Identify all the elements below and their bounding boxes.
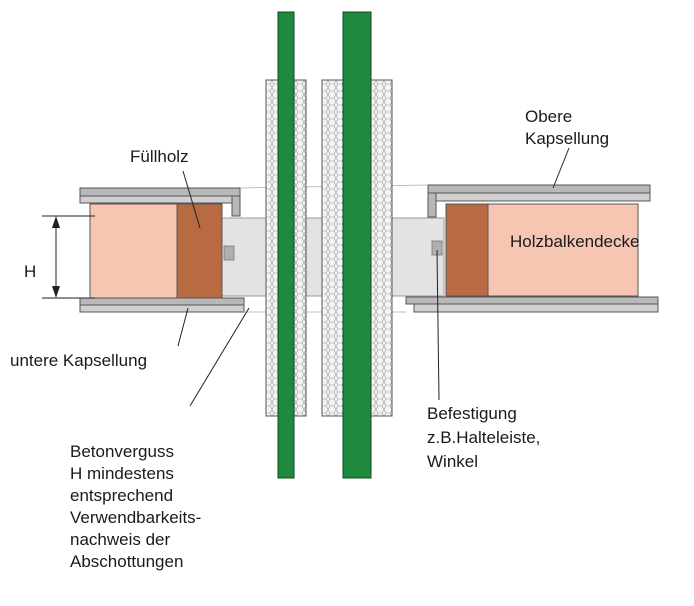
- leader-obere: [552, 147, 570, 189]
- label-befestigung-3: Winkel: [427, 452, 478, 471]
- label-beton-4: Verwendbarkeits-: [70, 508, 201, 527]
- left-lower-casing-2: [79, 304, 245, 313]
- left-filler-wood: [176, 203, 223, 299]
- leader-beton: [189, 307, 250, 407]
- left-ceiling-body: [89, 203, 178, 299]
- pipe-left: [265, 11, 307, 479]
- right-ceiling-body: [487, 203, 639, 297]
- label-beton-5: nachweis der: [70, 530, 171, 549]
- left-ceiling-section: [79, 187, 245, 313]
- label-befestigung-2: z.B.Halteleiste,: [427, 428, 540, 447]
- label-fuellholz: Füllholz: [130, 147, 189, 166]
- left-bracket: [223, 245, 235, 261]
- right-ceiling-section: [405, 184, 659, 313]
- label-beton-3: entsprechend: [70, 486, 173, 505]
- pipe-right: [321, 11, 393, 479]
- label-h: H: [24, 262, 36, 281]
- label-beton-6: Abschottungen: [70, 552, 183, 571]
- right-lower-casing-2: [413, 303, 659, 313]
- left-upper-casing-inner: [79, 195, 233, 204]
- leader-untere: [177, 307, 189, 347]
- leader-befestigung: [436, 249, 440, 401]
- left-upper-casing-edge: [231, 195, 241, 217]
- pipe-left-tube: [277, 11, 295, 479]
- pipe-right-tube: [342, 11, 372, 479]
- right-lower-casing: [405, 296, 659, 305]
- label-beton-1: Betonverguss: [70, 442, 174, 461]
- leader-fuellholz: [182, 170, 201, 229]
- label-obere-2: Kapsellung: [525, 129, 609, 148]
- right-upper-casing-inner: [435, 192, 651, 202]
- right-upper-casing: [427, 184, 651, 194]
- label-untere: untere Kapsellung: [10, 351, 147, 370]
- left-upper-casing: [79, 187, 241, 197]
- height-dimension: [42, 215, 95, 299]
- label-beton-2: H mindestens: [70, 464, 174, 483]
- label-holzbalkendecke: Holzbalkendecke: [510, 232, 639, 251]
- label-befestigung-1: Befestigung: [427, 404, 517, 423]
- right-upper-casing-edge: [427, 192, 437, 218]
- right-filler-wood: [445, 203, 489, 297]
- label-obere-1: Obere: [525, 107, 572, 126]
- left-lower-casing: [79, 297, 245, 306]
